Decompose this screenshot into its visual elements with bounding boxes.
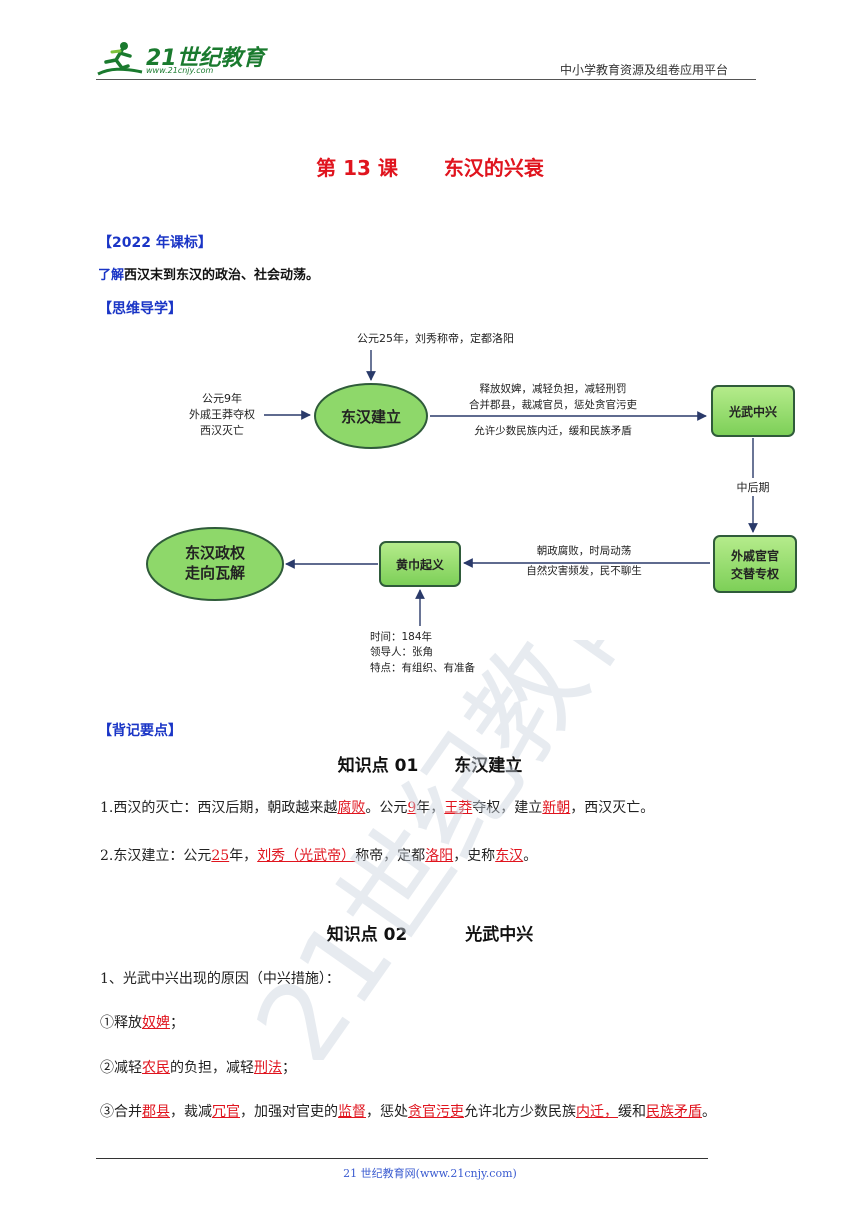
text: 缓和 bbox=[618, 1104, 646, 1120]
mm-cause-2: 自然灾害频发，民不聊生 bbox=[526, 564, 642, 577]
kp1-title: 知识点 01 东汉建立 bbox=[0, 751, 860, 776]
mm-measure-1: 释放奴婢，减轻负担，减轻刑罚 bbox=[480, 382, 627, 395]
mm-node-founding-label: 东汉建立 bbox=[341, 408, 401, 426]
blank-answer: 9 bbox=[407, 800, 417, 816]
text: 的负担，减轻 bbox=[170, 1060, 254, 1076]
blank-answer: 东汉 bbox=[495, 848, 524, 864]
kp2-label: 知识点 02 bbox=[326, 925, 408, 945]
mm-node-power-2: 交替专权 bbox=[731, 566, 780, 581]
lesson-title: 东汉的兴衰 bbox=[443, 156, 544, 180]
blank-answer: 民族矛盾 bbox=[646, 1104, 702, 1120]
requirement-body: 西汉末到东汉的政治、社会动荡。 bbox=[124, 268, 320, 283]
text: 夺权，建立 bbox=[472, 800, 543, 816]
text: 。 bbox=[702, 1104, 716, 1120]
requirement-text: 了解西汉末到东汉的政治、社会动荡。 bbox=[98, 264, 319, 283]
mm-cause-1: 朝政腐败，时局动荡 bbox=[537, 544, 632, 557]
kp2-title: 知识点 02 光武中兴 bbox=[0, 920, 860, 945]
text: 称帝，定都 bbox=[355, 848, 426, 864]
mm-node-power bbox=[713, 535, 797, 593]
kp2-paragraph-2: ①释放奴婢； bbox=[100, 1012, 184, 1032]
blank-answer: 25 bbox=[211, 848, 230, 864]
blank-answer: 郡县 bbox=[142, 1104, 170, 1120]
kp2-paragraph-4: ③合并郡县，裁减冗官，加强对官吏的监督，惩处贪官污吏允许北方少数民族内迁，缓和民… bbox=[100, 1101, 716, 1121]
mm-left-note-1: 公元9年 bbox=[202, 391, 242, 405]
kp2-topic: 光武中兴 bbox=[465, 925, 534, 945]
mm-node-collapse bbox=[146, 527, 284, 601]
mm-node-founding bbox=[314, 383, 428, 449]
logo-text: 21世纪教育 bbox=[146, 46, 265, 71]
mm-node-collapse-2: 走向瓦解 bbox=[185, 564, 245, 582]
mm-bottom-note-1: 时间：184年 bbox=[370, 630, 432, 643]
kp1-paragraph-1: 1.西汉的灭亡：西汉后期，朝政越来越腐败。公元9年，王莽夺权，建立新朝，西汉灭亡… bbox=[100, 797, 654, 817]
blank-answer: 新朝 bbox=[542, 800, 571, 816]
kp2-paragraph-1: 1、光武中兴出现的原因（中兴措施）： bbox=[100, 971, 340, 987]
header-platform-text: 中小学教育资源及组卷应用平台 bbox=[560, 63, 729, 77]
text: 。公元 bbox=[365, 800, 408, 816]
blank-answer: 监督 bbox=[338, 1104, 366, 1120]
blank-answer: 腐败 bbox=[337, 800, 366, 816]
mm-node-power-1: 外戚宦官 bbox=[731, 548, 779, 563]
requirement-verb: 了解 bbox=[98, 268, 125, 283]
mm-node-revival bbox=[711, 385, 795, 437]
text: ； bbox=[170, 1015, 184, 1031]
text: 。 bbox=[523, 848, 538, 864]
mm-mid-label: 中后期 bbox=[737, 481, 770, 494]
mm-bottom-note-2: 领导人：张角 bbox=[370, 645, 433, 658]
text: 2.东汉建立：公元 bbox=[100, 848, 212, 864]
blank-answer: 洛阳 bbox=[425, 848, 454, 864]
mm-measure-3: 允许少数民族内迁，缓和民族矛盾 bbox=[474, 424, 632, 437]
blank-answer: 奴婢 bbox=[142, 1015, 170, 1031]
logo bbox=[92, 38, 262, 80]
text: ，裁减 bbox=[170, 1104, 212, 1120]
text: ，西汉灭亡。 bbox=[570, 800, 655, 816]
text: 允许北方少数民族 bbox=[464, 1104, 576, 1120]
text: ②减轻 bbox=[100, 1060, 142, 1076]
text: ③合并 bbox=[100, 1104, 142, 1120]
mm-node-collapse-1: 东汉政权 bbox=[185, 544, 246, 562]
blank-answer: 刘秀（光武帝） bbox=[257, 848, 356, 864]
blank-answer: 王莽 bbox=[444, 800, 473, 816]
blank-answer: 内迁， bbox=[576, 1104, 618, 1120]
mm-measure-2: 合并郡县，裁减官员，惩处贪官污吏 bbox=[469, 398, 637, 411]
mm-top-note: 公元25年，刘秀称帝，定都洛阳 bbox=[357, 331, 514, 345]
kp1-paragraph-2: 2.东汉建立：公元25年，刘秀（光武帝）称帝，定都洛阳，史称东汉。 bbox=[100, 845, 537, 865]
mm-bottom-note-3: 特点：有组织、有准备 bbox=[370, 661, 475, 674]
mindmap-diagram: 公元25年，刘秀称帝，定都洛阳 公元9年 外戚王莽夺权 西汉灭亡 东汉建立 释放… bbox=[140, 320, 802, 682]
mindmap-label: 【思维导学】 bbox=[98, 301, 182, 317]
blank-answer: 冗官 bbox=[212, 1104, 240, 1120]
memorize-label: 【背记要点】 bbox=[98, 723, 182, 739]
mm-left-note-2: 外戚王莽夺权 bbox=[189, 408, 255, 421]
page-title: 第 13 课 东汉的兴衰 bbox=[0, 152, 860, 181]
logo-url: www.21cnjy.com bbox=[146, 66, 214, 75]
text: 年， bbox=[229, 848, 258, 864]
text: ①释放 bbox=[100, 1015, 142, 1031]
kp1-topic: 东汉建立 bbox=[454, 756, 523, 776]
text: ，史称 bbox=[453, 848, 496, 864]
blank-answer: 贪官污吏 bbox=[408, 1104, 464, 1120]
text: ，加强对官吏的 bbox=[240, 1104, 338, 1120]
mm-left-note-3: 西汉灭亡 bbox=[200, 423, 244, 437]
text: 年， bbox=[416, 800, 445, 816]
footer-text: 21 世纪教育网(www.21cnjy.com) bbox=[343, 1167, 517, 1180]
kp2-paragraph-3: ②减轻农民的负担，减轻刑法； bbox=[100, 1057, 296, 1077]
mm-mid-label-bg bbox=[728, 478, 778, 496]
footer-divider bbox=[96, 1158, 708, 1159]
header-divider bbox=[96, 79, 756, 80]
kp1-label: 知识点 01 bbox=[337, 756, 419, 776]
text: ，惩处 bbox=[366, 1104, 408, 1120]
blank-answer: 农民 bbox=[142, 1060, 170, 1076]
mm-node-uprising bbox=[379, 541, 461, 587]
blank-answer: 刑法 bbox=[254, 1060, 282, 1076]
text: ； bbox=[282, 1060, 296, 1076]
runner-logo-icon bbox=[97, 42, 143, 76]
lesson-number: 第 13 课 bbox=[316, 156, 398, 180]
mm-node-revival-label: 光武中兴 bbox=[728, 404, 777, 419]
standards-label: 【2022 年课标】 bbox=[98, 235, 212, 251]
text: 1.西汉的灭亡：西汉后期，朝政越来越 bbox=[100, 800, 338, 816]
mm-node-uprising-label: 黄巾起义 bbox=[396, 557, 445, 572]
